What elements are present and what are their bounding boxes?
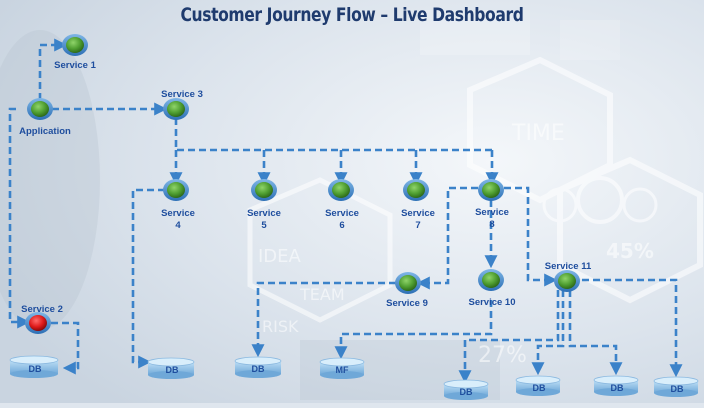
node-service10[interactable]: Service 10	[468, 269, 516, 308]
bg-word-risk: RISK	[262, 317, 299, 336]
page-title: Customer Journey Flow – Live Dashboard	[180, 4, 524, 26]
service8-number: 8	[489, 219, 494, 230]
service5-number: 5	[261, 220, 267, 231]
flow-service4-to-db	[131, 188, 165, 369]
datastore-db-service2[interactable]: DB	[9, 355, 59, 378]
db-label: DB	[252, 364, 265, 374]
bg-word-team: TEAM	[299, 285, 345, 304]
node-application[interactable]: Application	[19, 98, 71, 137]
node-service1[interactable]: Service 1	[54, 34, 97, 71]
service3-label: Service 3	[161, 89, 203, 100]
flow-service11-to-db-c	[568, 290, 623, 376]
service9-label: Service 9	[386, 298, 428, 309]
service6-number: 6	[339, 220, 344, 231]
service2-label: Service 2	[21, 304, 63, 315]
flow-service11-to-db-a	[458, 290, 560, 384]
db-label: DB	[533, 383, 546, 393]
flow-service3-bus	[174, 118, 492, 152]
flow-connectors	[8, 38, 683, 384]
service5-label: Service	[247, 208, 281, 219]
node-service3[interactable]: Service 3	[161, 89, 203, 120]
flow-app-to-service2	[8, 107, 31, 329]
datastore-db-d[interactable]: DB	[653, 376, 699, 397]
datastore-db-a[interactable]: DB	[443, 379, 489, 400]
db-label: DB	[671, 384, 684, 394]
service4-number: 4	[175, 220, 181, 231]
flow-app-to-service1	[38, 38, 68, 100]
flow-service9-to-db	[251, 281, 396, 358]
bg-word-percent2: 27%	[478, 343, 527, 368]
datastore-db-service9[interactable]: DB	[234, 356, 282, 378]
datastore-db-c[interactable]: DB	[593, 375, 639, 396]
node-service2[interactable]: Service 2	[21, 304, 63, 334]
flow-service10-to-mf	[334, 300, 493, 360]
service8-label: Service	[475, 207, 509, 218]
node-service9[interactable]: Service 9	[386, 272, 428, 309]
datastore-mf[interactable]: MF	[319, 357, 365, 379]
node-service7[interactable]: Service 7	[401, 179, 435, 231]
bg-word-percent: 45%	[606, 239, 654, 263]
flow-service11-to-db-b	[531, 290, 565, 376]
service6-label: Service	[325, 208, 359, 219]
service11-label: Service 11	[545, 261, 592, 272]
db-label: DB	[611, 383, 624, 393]
flow-service11-to-db-d	[582, 278, 683, 378]
service4-label: Service	[161, 208, 195, 219]
mf-label: MF	[336, 365, 349, 375]
application-label: Application	[19, 126, 71, 137]
datastore-db-service4[interactable]: DB	[147, 357, 195, 379]
db-label: DB	[460, 387, 473, 397]
db-label: DB	[166, 365, 179, 375]
service7-label: Service	[401, 208, 435, 219]
node-service4[interactable]: Service 4	[161, 179, 195, 231]
flow-service2-to-db	[51, 321, 80, 375]
service7-number: 7	[415, 220, 420, 231]
node-service5[interactable]: Service 5	[247, 179, 281, 231]
flow-service8-to-service9	[416, 186, 478, 290]
service10-label: Service 10	[468, 297, 515, 308]
datastore-db-b[interactable]: DB	[515, 375, 561, 396]
bg-word-idea: IDEA	[258, 246, 302, 267]
service1-label: Service 1	[54, 60, 96, 71]
db-label: DB	[29, 364, 42, 374]
node-service8[interactable]: Service 8	[475, 179, 509, 230]
node-service11[interactable]: Service 11	[545, 261, 592, 292]
node-service6[interactable]: Service 6	[325, 179, 359, 231]
flow-service8-to-service11	[504, 186, 558, 287]
bg-word-time: TIME	[511, 121, 565, 146]
